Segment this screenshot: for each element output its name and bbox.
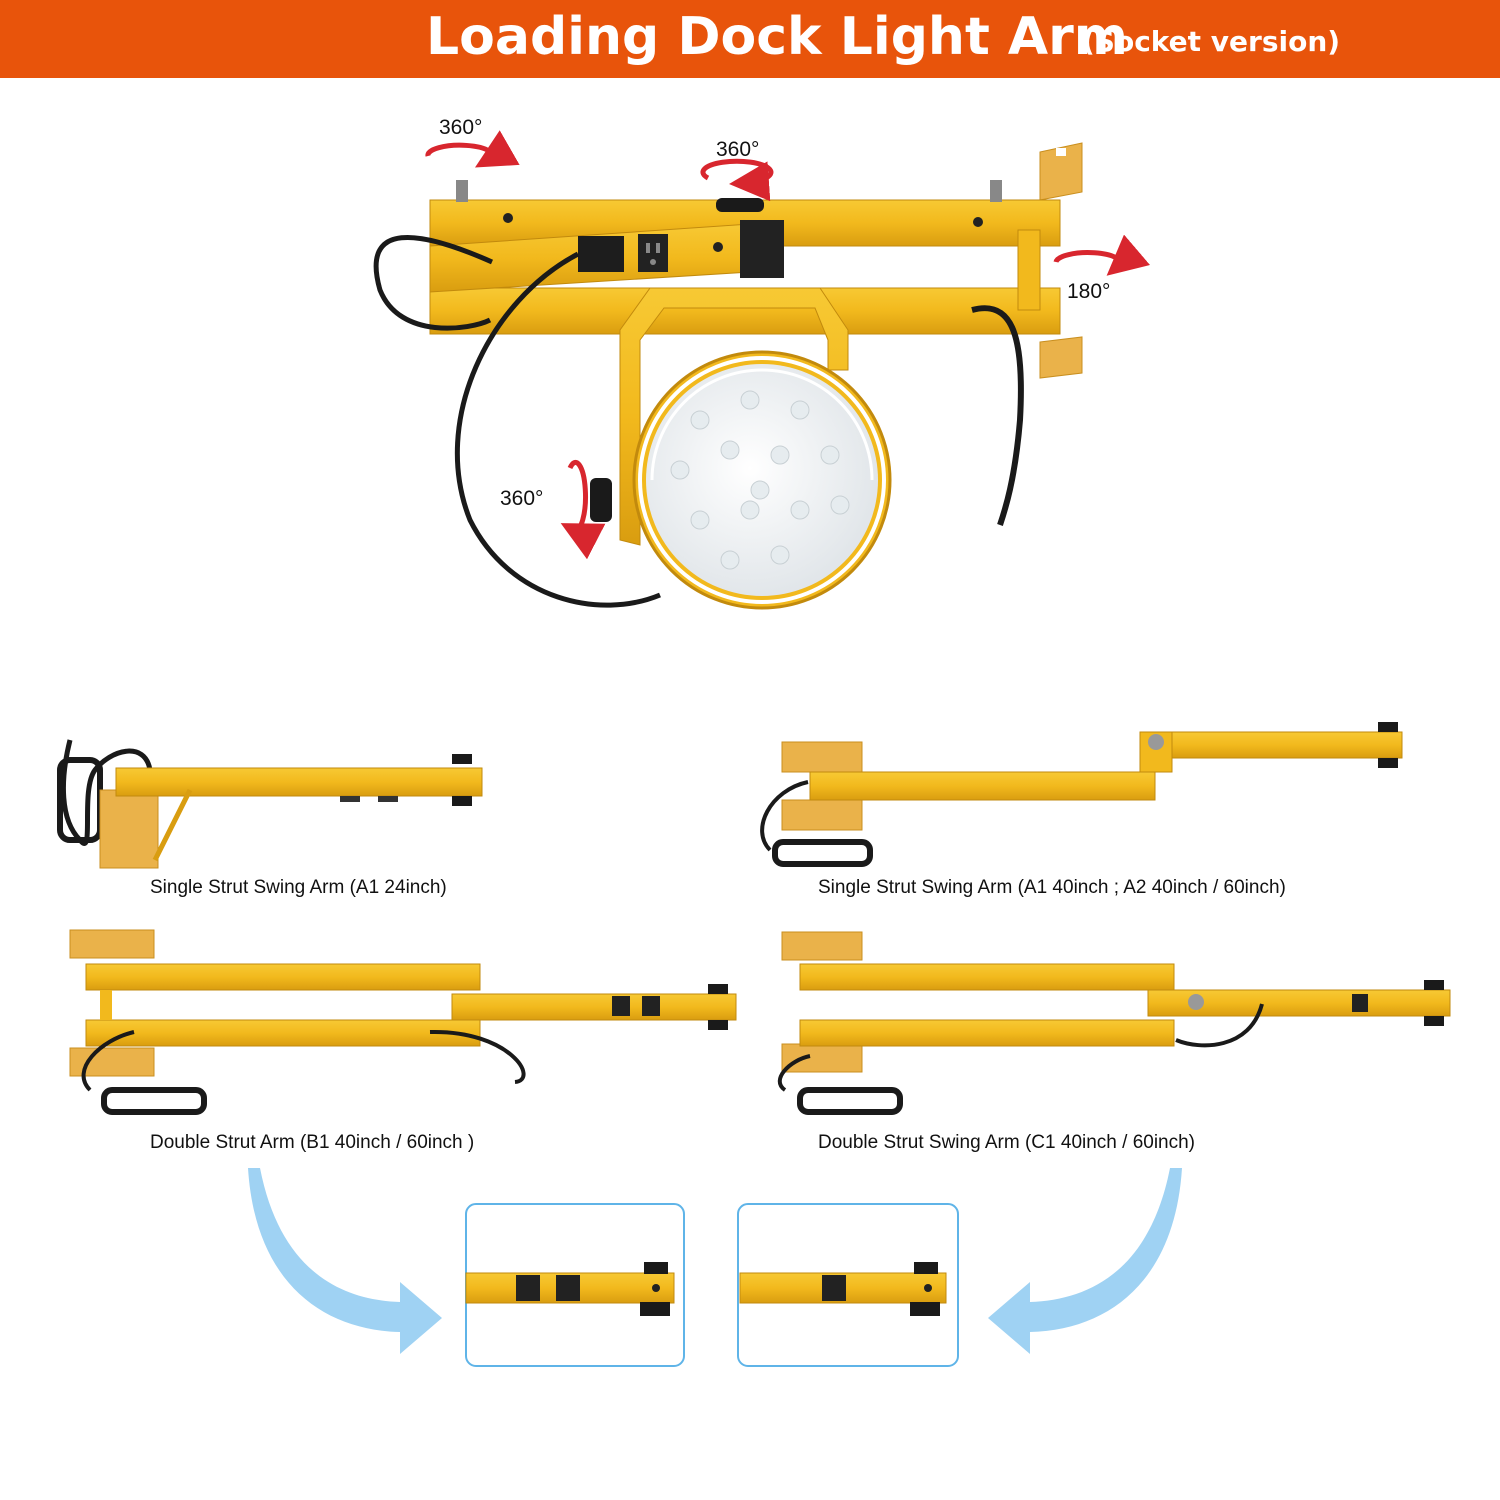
caption-a2: Single Strut Swing Arm (A1 40inch ; A2 4… xyxy=(818,877,1286,898)
rotation-label-lamp: 360° xyxy=(500,487,544,510)
hero-light-arm xyxy=(373,130,1150,610)
supply-cord xyxy=(971,305,1024,526)
callout-box-single-socket xyxy=(737,1203,959,1367)
wall-bracket-icon xyxy=(1039,142,1083,379)
rotation-arrow-icon xyxy=(425,130,1150,560)
rotation-label-pivot: 180° xyxy=(1067,280,1111,303)
callout-arrow-icon xyxy=(248,1168,1182,1354)
pivot-post xyxy=(1017,229,1041,311)
led-lamp-head xyxy=(632,350,892,610)
caption-a1-24: Single Strut Swing Arm (A1 24inch) xyxy=(150,877,447,898)
junction-box xyxy=(740,220,784,278)
variant-a2-image xyxy=(760,722,1403,867)
variant-a1-24-image xyxy=(57,739,483,869)
rotation-label-top-left: 360° xyxy=(439,116,483,139)
rotation-label-top-center: 360° xyxy=(716,138,760,161)
power-outlet-icon xyxy=(638,234,668,272)
lamp-cord xyxy=(454,251,661,608)
plug-icon xyxy=(578,236,624,272)
tilt-knob-icon xyxy=(590,478,612,522)
page-subtitle: (Socket version) xyxy=(1082,25,1341,58)
lamp-yoke xyxy=(619,287,849,546)
power-cord xyxy=(373,234,494,331)
caption-c1: Double Strut Swing Arm (C1 40inch / 60in… xyxy=(818,1132,1196,1153)
title-banner: Loading Dock Light Arm (Socket version) xyxy=(0,0,1500,78)
variant-c1-image xyxy=(777,931,1451,1115)
caption-b1: Double Strut Arm (B1 40inch / 60inch ) xyxy=(150,1132,475,1153)
page-title: Loading Dock Light Arm xyxy=(426,7,1128,67)
variant-b1-image xyxy=(69,929,737,1115)
callout-box-double-socket xyxy=(465,1203,685,1367)
